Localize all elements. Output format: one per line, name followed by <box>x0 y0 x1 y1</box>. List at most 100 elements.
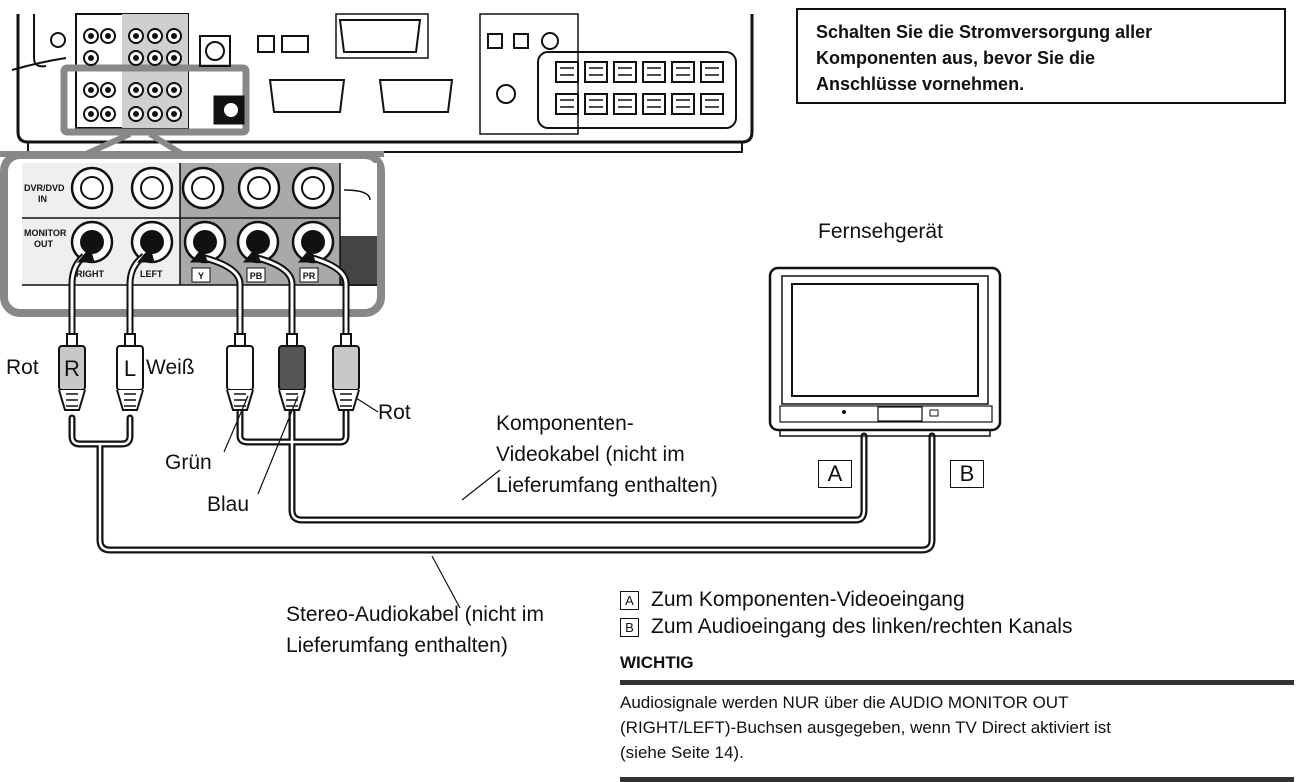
speaker-terminal <box>613 61 637 83</box>
panel-jack-pin-15 <box>105 111 111 117</box>
panel-jack-pin-1 <box>105 33 111 39</box>
tv-input-a-marker: A <box>818 460 852 488</box>
speaker-terminal-slot <box>618 99 632 108</box>
wire-arrow-4 <box>297 246 316 263</box>
speaker-terminal <box>613 93 637 115</box>
tv-input-b-marker: B <box>950 460 984 488</box>
speaker-terminal <box>671 93 695 115</box>
mag-jack-bottom-core-1 <box>140 230 164 254</box>
plug-tip <box>286 333 298 347</box>
rear-panel-unit <box>11 13 754 153</box>
rot-left-label: Rot <box>6 356 39 379</box>
left-jack-label: LEFT <box>140 269 163 279</box>
panel-jack-pin-6 <box>133 55 139 61</box>
plug-tip <box>234 333 246 347</box>
speaker-terminal <box>555 93 579 115</box>
plug-grip <box>340 393 352 407</box>
speaker-terminal-slot <box>589 67 603 76</box>
rot-right-label: Rot <box>378 401 411 424</box>
important-body: Audiosignale werden NUR über die AUDIO M… <box>620 685 1294 782</box>
panel-jack-pin-18 <box>171 111 177 117</box>
plug-grip <box>124 393 136 407</box>
notice-line-2: Komponenten aus, bevor Sie die <box>816 48 1096 68</box>
plug-body <box>226 345 254 391</box>
right-jack-label: RIGHT <box>76 269 105 279</box>
speaker-terminal-slot <box>560 67 574 76</box>
speaker-terminal <box>584 61 608 83</box>
television <box>768 266 1002 437</box>
panel-jack-pin-17 <box>152 111 158 117</box>
speaker-terminal <box>584 93 608 115</box>
speaker-terminal-slot <box>705 99 719 108</box>
speaker-terminal-slot <box>676 67 690 76</box>
plug-letter: R <box>64 356 80 381</box>
monitor-label-line2: OUT <box>34 239 54 249</box>
plug-body <box>332 345 360 391</box>
plug-pr-red <box>332 333 360 411</box>
panel-jack-pin-10 <box>105 87 111 93</box>
video-tag-text: PR <box>303 271 316 281</box>
speaker-terminal <box>700 61 724 83</box>
cables <box>68 408 936 554</box>
video-tag-0: Y <box>191 267 211 283</box>
plug-letter: L <box>124 356 136 381</box>
plug-tip <box>340 333 352 347</box>
panel-jack-pin-8 <box>171 55 177 61</box>
plug-pb-blue <box>278 333 306 411</box>
plug-right-red: R <box>58 333 86 411</box>
legend-key-a: A <box>620 591 639 610</box>
mag-jack-bottom-core-3 <box>246 230 270 254</box>
speaker-terminal-slot <box>676 99 690 108</box>
speaker-terminal <box>555 61 579 83</box>
notice-line-1: Schalten Sie die Stromversorgung aller <box>816 22 1153 42</box>
speaker-terminal-slot <box>560 99 574 108</box>
jack-wires <box>68 246 350 334</box>
audio-cable-label-1: Stereo-Audiokabel (nicht im <box>286 603 544 626</box>
speaker-terminal-slot <box>589 99 603 108</box>
panel-jack-pin-13 <box>171 87 177 93</box>
panel-jacks <box>83 28 182 122</box>
plug-tip <box>66 333 78 347</box>
mag-jack-bottom-core-0 <box>80 230 104 254</box>
component-cable-label-1: Komponenten- <box>496 412 634 435</box>
speaker-terminal-slot <box>705 67 719 76</box>
component-cable-label-3: Lieferumfang enthalten) <box>496 474 718 497</box>
speaker-terminal <box>671 61 695 83</box>
mag-jack-top-inner-4 <box>301 176 325 200</box>
panel-jack-pin-16 <box>133 111 139 117</box>
speaker-terminal <box>642 93 666 115</box>
wire-arrow-1 <box>136 246 155 263</box>
component-cable-label-2: Videokabel (nicht im <box>496 443 685 466</box>
dvr-label-line1: DVR/DVD <box>24 183 65 193</box>
panel-jack-pin-4 <box>171 33 177 39</box>
notice-line-3: Anschlüsse vornehmen. <box>816 74 1025 94</box>
tv-label: Fernsehgerät <box>818 220 943 243</box>
weiss-label: Weiß <box>146 356 195 379</box>
wire-arrow-3 <box>242 246 261 263</box>
video-tag-box <box>191 267 211 283</box>
panel-jack-pin-2 <box>133 33 139 39</box>
blau-label: Blau <box>207 493 250 516</box>
panel-jack-pin-12 <box>152 87 158 93</box>
important-line-1: Audiosignale werden NUR über die AUDIO M… <box>620 693 1069 712</box>
legend-key-b: B <box>620 618 639 637</box>
mag-jack-bottom-core-4 <box>301 230 325 254</box>
speaker-terminal-slot <box>618 67 632 76</box>
video-tag-2: PR <box>299 267 319 283</box>
gruen-label: Grün <box>165 451 212 474</box>
mag-jack-top-inner-3 <box>247 176 271 200</box>
speaker-terminal-slot <box>647 99 661 108</box>
audio-cable-label-2: Lieferumfang enthalten) <box>286 634 508 657</box>
leader-lines <box>223 395 501 609</box>
speaker-terminal <box>642 61 666 83</box>
panel-jack-pin-3 <box>152 33 158 39</box>
mag-jack-top-inner-0 <box>80 176 104 200</box>
video-tag-box <box>246 267 266 283</box>
video-tag-text: PB <box>250 271 263 281</box>
mag-jack-top-inner-2 <box>191 176 215 200</box>
plug-left-white: L <box>116 333 144 411</box>
